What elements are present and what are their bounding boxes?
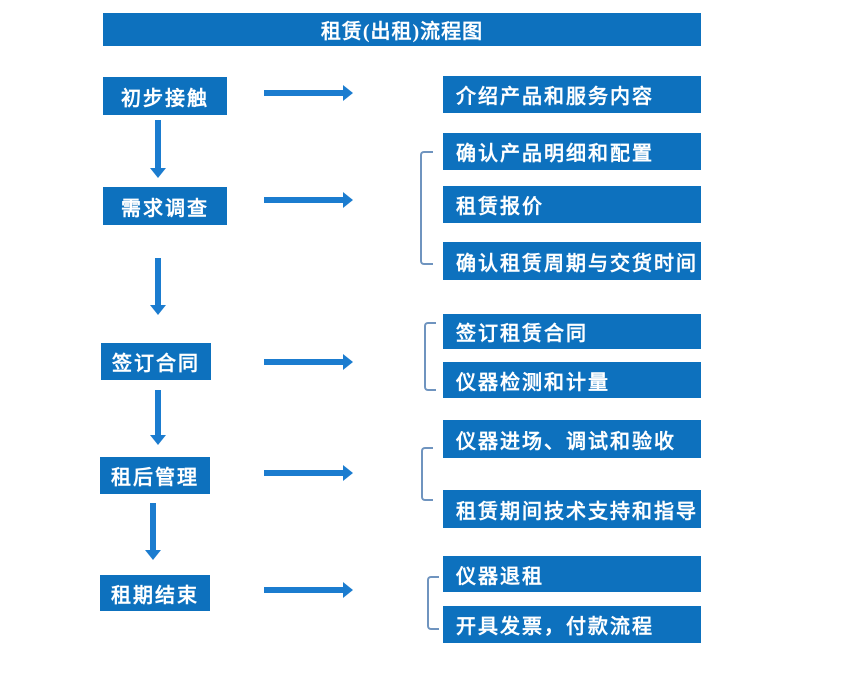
arrow-shaft bbox=[155, 120, 161, 170]
arrow-down-icon bbox=[150, 390, 166, 445]
arrow-head bbox=[343, 354, 353, 370]
arrow-shaft bbox=[155, 258, 161, 307]
arrow-head bbox=[343, 85, 353, 101]
arrow-shaft bbox=[264, 359, 345, 365]
detail-box-introduce-products-services: 介绍产品和服务内容 bbox=[443, 76, 701, 113]
arrow-down-icon bbox=[145, 503, 161, 560]
detail-box-invoice-payment-process: 开具发票，付款流程 bbox=[443, 606, 701, 643]
bracket-connector-post-rental-group bbox=[421, 447, 433, 501]
detail-box-instrument-inspection-calibration: 仪器检测和计量 bbox=[443, 362, 701, 398]
bracket-connector-demand-survey-group bbox=[420, 151, 433, 265]
detail-box-confirm-product-details-config: 确认产品明细和配置 bbox=[443, 133, 701, 170]
step-box-demand-survey: 需求调查 bbox=[103, 187, 227, 225]
bracket-connector-lease-end-group bbox=[427, 576, 439, 630]
step-box-post-rental-management: 租后管理 bbox=[100, 457, 210, 494]
arrow-down-icon bbox=[150, 258, 166, 315]
arrow-right-icon bbox=[264, 582, 353, 598]
arrow-head bbox=[145, 550, 161, 560]
detail-box-instrument-arrival-debug-acceptance: 仪器进场、调试和验收 bbox=[443, 420, 701, 458]
arrow-head bbox=[150, 168, 166, 178]
arrow-head bbox=[343, 192, 353, 208]
arrow-head bbox=[150, 305, 166, 315]
arrow-shaft bbox=[150, 503, 156, 552]
step-box-initial-contact: 初步接触 bbox=[103, 77, 227, 115]
arrow-head bbox=[343, 465, 353, 481]
arrow-down-icon bbox=[150, 120, 166, 178]
arrow-shaft bbox=[264, 470, 345, 476]
arrow-shaft bbox=[155, 390, 161, 437]
arrow-right-icon bbox=[264, 192, 353, 208]
step-box-sign-contract: 签订合同 bbox=[101, 343, 211, 380]
detail-box-rental-quote: 租赁报价 bbox=[443, 186, 701, 223]
step-box-lease-end: 租期结束 bbox=[100, 575, 210, 611]
detail-box-rental-tech-support-guidance: 租赁期间技术支持和指导 bbox=[443, 490, 701, 528]
arrow-right-icon bbox=[264, 85, 353, 101]
arrow-shaft bbox=[264, 90, 345, 96]
detail-box-sign-rental-contract: 签订租赁合同 bbox=[443, 314, 701, 349]
flowchart-title: 租赁(出租)流程图 bbox=[103, 13, 701, 46]
arrow-right-icon bbox=[264, 465, 353, 481]
arrow-shaft bbox=[264, 197, 345, 203]
arrow-shaft bbox=[264, 587, 345, 593]
bracket-connector-sign-contract-group bbox=[424, 322, 436, 391]
detail-box-instrument-return: 仪器退租 bbox=[443, 556, 701, 592]
arrow-right-icon bbox=[264, 354, 353, 370]
detail-box-confirm-rental-period-delivery: 确认租赁周期与交货时间 bbox=[443, 242, 701, 280]
arrow-head bbox=[150, 435, 166, 445]
arrow-head bbox=[343, 582, 353, 598]
